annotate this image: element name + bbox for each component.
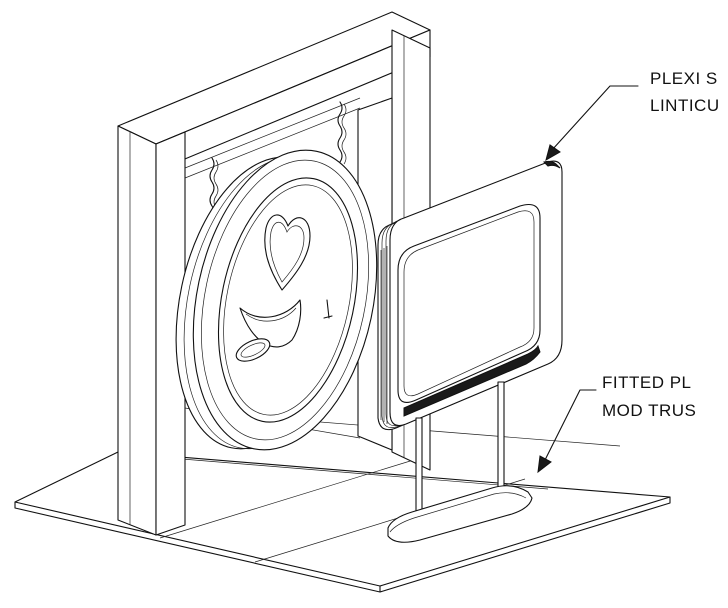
callout-plexi-line1: PLEXI S	[650, 69, 718, 88]
callout-fitted-line1: FITTED PL	[602, 373, 692, 392]
callout-plexi: PLEXI S LINTICU	[545, 69, 720, 162]
floor-platform	[14, 417, 671, 593]
lenticular-panel	[377, 160, 563, 431]
panel-stand	[387, 381, 533, 543]
heart-icon	[264, 214, 311, 291]
callout-fitted: FITTED PL MOD TRUS	[537, 373, 696, 474]
callout-fitted-line2: MOD TRUS	[602, 401, 696, 420]
callout-plexi-line2: LINTICU	[650, 96, 720, 115]
frame-left-post	[117, 125, 186, 536]
eye-shape	[235, 338, 271, 362]
round-heart-sign	[175, 149, 378, 451]
